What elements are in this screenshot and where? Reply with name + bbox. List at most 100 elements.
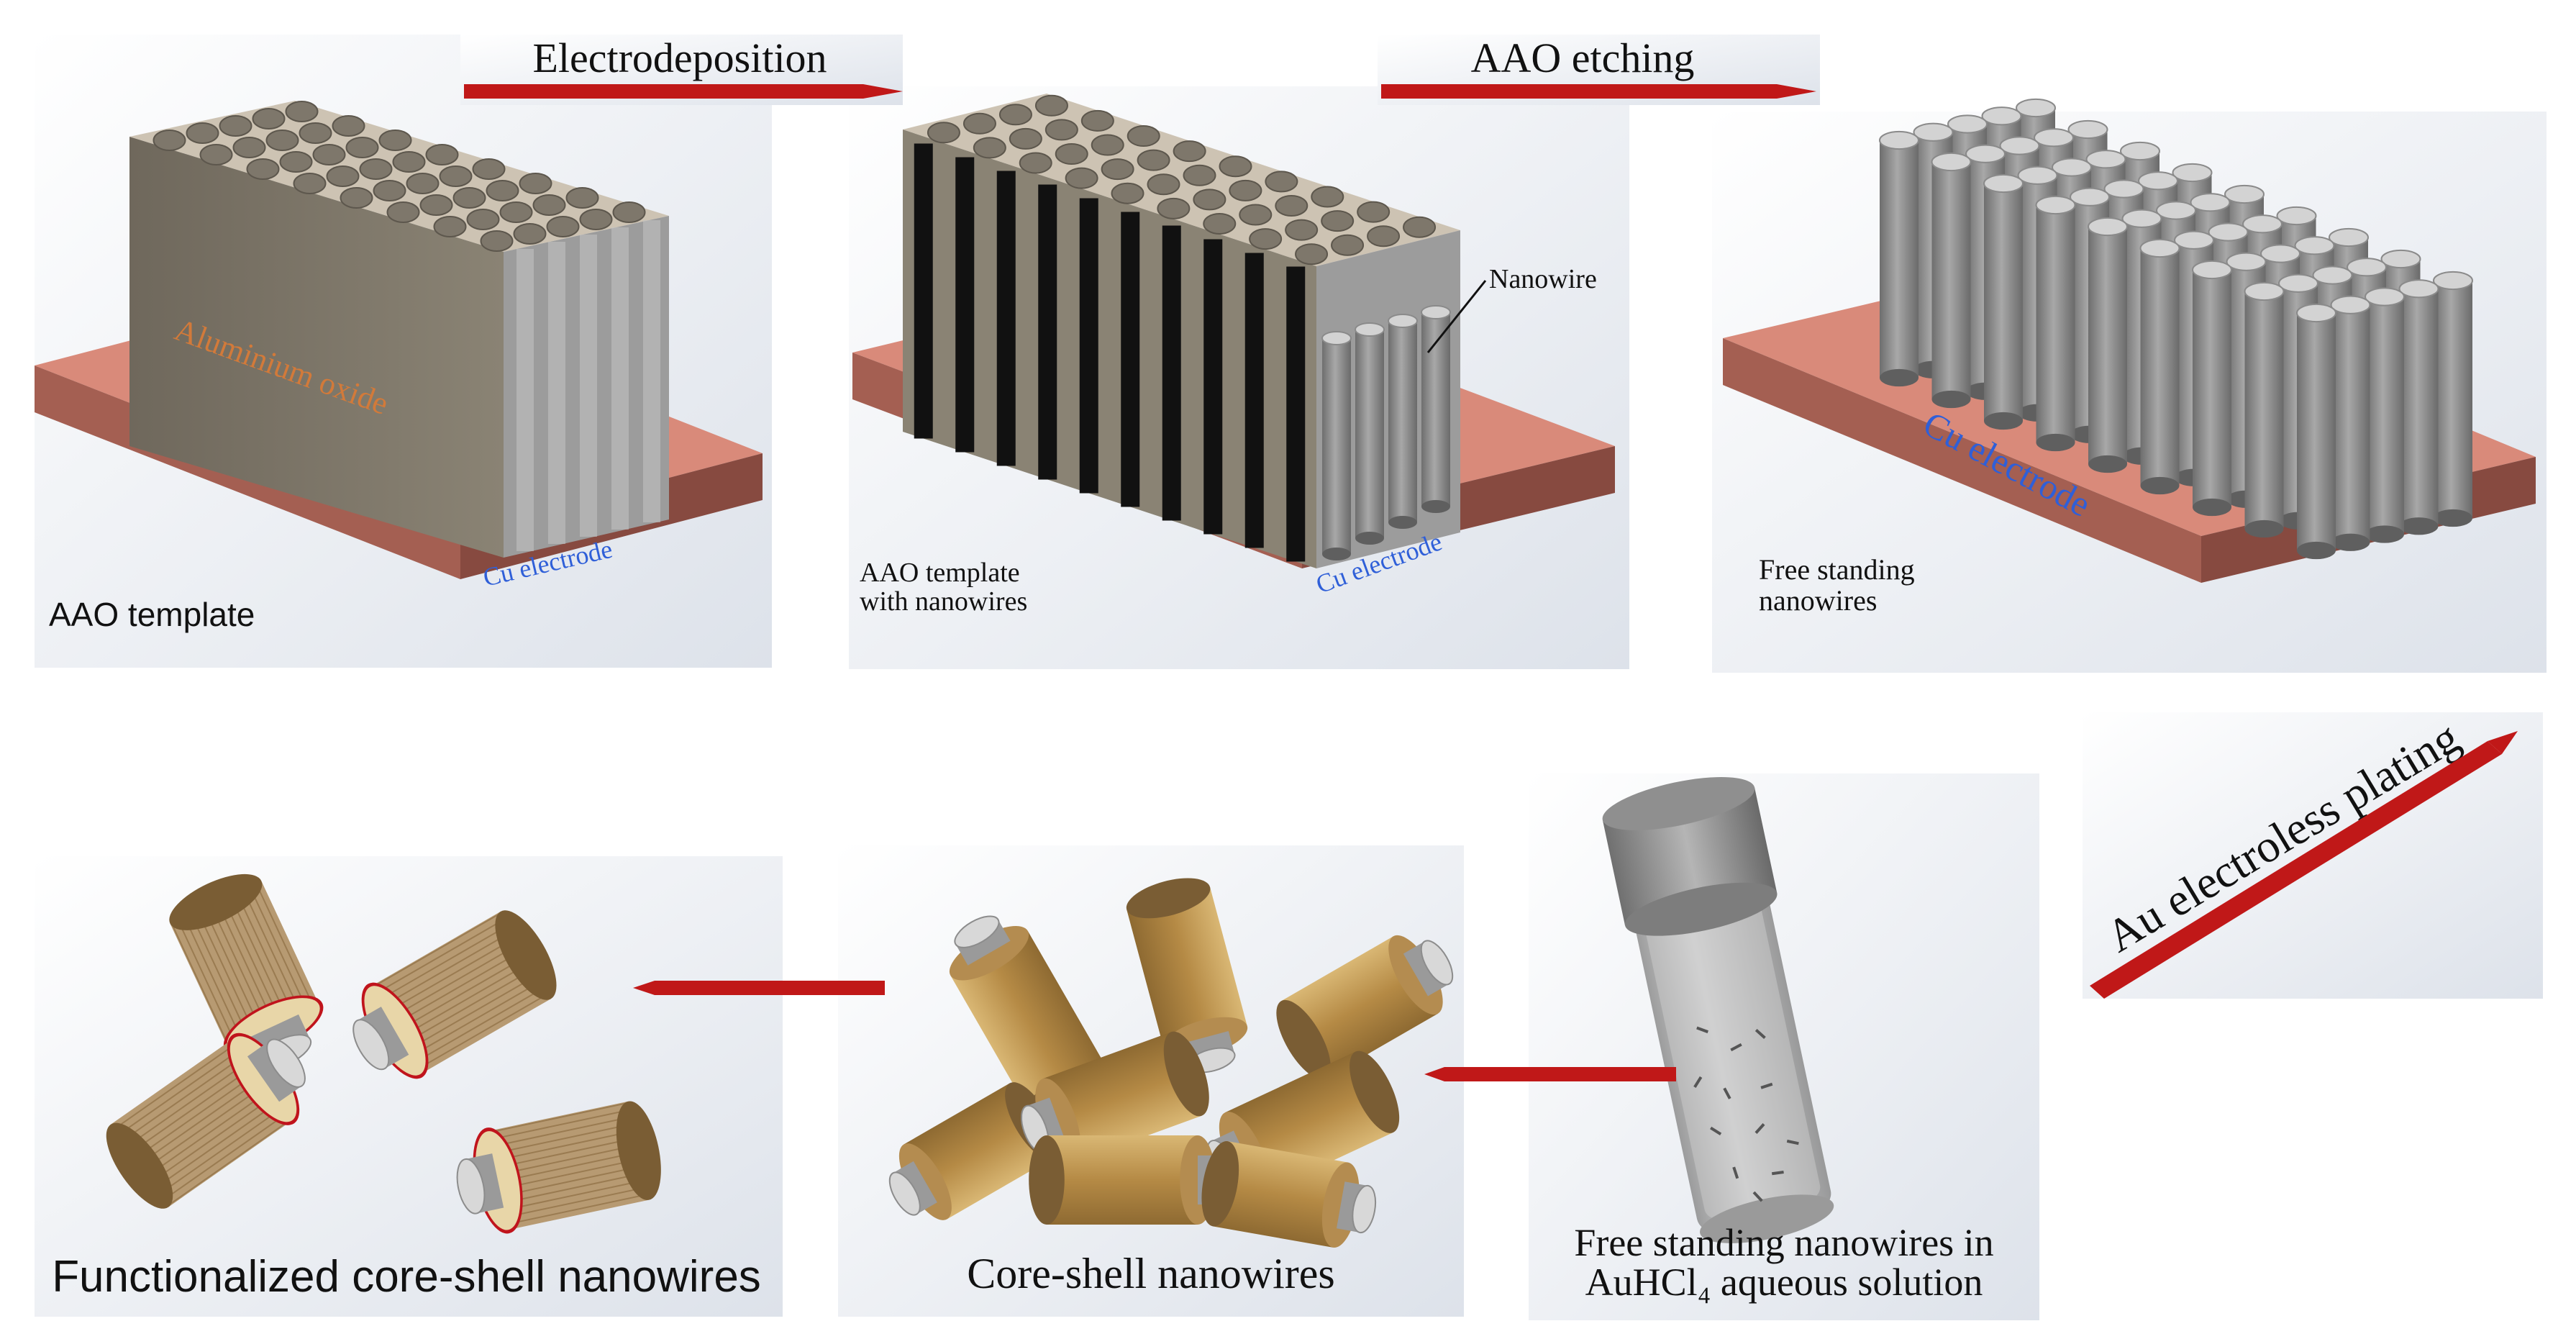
pore	[386, 201, 420, 223]
nanowire	[1421, 305, 1451, 513]
aao-etching-label: AAO etching	[1471, 35, 1695, 81]
pore	[1055, 143, 1088, 165]
pore	[480, 230, 514, 252]
nanowire-fleck	[1760, 1082, 1773, 1089]
free-nanowire	[2088, 217, 2128, 473]
pore	[1285, 219, 1319, 241]
pore	[1229, 179, 1262, 201]
core-shell-nanowire	[1276, 935, 1454, 1080]
pore	[466, 209, 500, 230]
pore	[378, 130, 412, 151]
pore	[345, 137, 379, 158]
pore	[312, 144, 346, 165]
core-shell-nanowire	[1201, 1141, 1377, 1248]
nanowire-slot	[1121, 212, 1140, 507]
pore	[299, 122, 332, 144]
pore	[1275, 194, 1309, 217]
pore	[1034, 94, 1068, 117]
nanowire-slot	[955, 157, 975, 453]
pore	[425, 144, 459, 165]
pore	[392, 151, 426, 173]
pore	[332, 115, 365, 137]
arrow-vial-to-core-shell	[1424, 1067, 1676, 1081]
step-au-plating: Au electroless plating	[2083, 712, 2543, 999]
nanowire-fleck	[1752, 1191, 1763, 1202]
free-standing-caption-1: Free standing	[1759, 553, 1915, 586]
pore	[279, 151, 313, 173]
nanowire-slot	[1038, 184, 1057, 480]
pore	[1239, 204, 1273, 226]
nanowire-slot	[1286, 266, 1306, 562]
pore	[246, 158, 280, 180]
panel-core-shell: Core-shell nanowires	[838, 845, 1464, 1317]
pore	[486, 180, 519, 201]
pore	[1101, 158, 1134, 181]
pore	[513, 223, 547, 245]
pore	[406, 173, 440, 194]
pore	[1367, 225, 1401, 248]
pore	[1403, 216, 1437, 238]
groove	[580, 235, 597, 537]
free-nanowire	[2296, 303, 2336, 560]
alumina-top	[903, 94, 1460, 266]
panel-vial: Free standing nanowires in AuHCl₄ aqueou…	[1529, 773, 2039, 1320]
pore	[326, 165, 360, 187]
functionalized-nanowire	[169, 873, 324, 1068]
pore	[1044, 119, 1078, 141]
pore	[293, 173, 327, 194]
pore	[1265, 171, 1298, 193]
groove	[611, 227, 629, 530]
pore	[219, 115, 252, 137]
nanowire-slot	[1162, 225, 1181, 521]
pore	[359, 158, 393, 180]
pore	[285, 101, 319, 122]
core-shell-caption: Core-shell nanowires	[967, 1250, 1335, 1297]
panel-aao-template: Aluminium oxide Cu electrode AAO templat…	[35, 35, 772, 668]
free-nanowire	[2433, 271, 2473, 527]
pore	[433, 216, 467, 237]
pore	[1357, 201, 1391, 223]
electrodeposition-label: Electrodeposition	[532, 35, 827, 81]
groove	[643, 220, 660, 522]
pore	[1127, 125, 1160, 147]
panel-functionalized: Functionalized core-shell nanowires	[35, 856, 783, 1317]
vial	[1602, 777, 1834, 1243]
pore	[199, 144, 233, 165]
free-nanowire	[2398, 279, 2439, 535]
pore	[1173, 140, 1206, 163]
free-nanowire	[1983, 173, 2024, 430]
pore	[373, 180, 406, 201]
pore	[1295, 243, 1329, 265]
pore	[419, 194, 453, 216]
free-nanowire	[2035, 195, 2076, 452]
vial-caption-2: AuHCl₄ aqueous solution	[1585, 1261, 1983, 1304]
pore	[579, 209, 613, 230]
pore	[1331, 234, 1365, 256]
pore	[1009, 127, 1042, 150]
pore	[439, 165, 473, 187]
arrow-electrodeposition	[464, 84, 903, 99]
core-shell-nanowire	[1029, 1135, 1234, 1225]
pore	[532, 194, 566, 216]
pore	[1137, 149, 1170, 171]
pore	[612, 201, 646, 223]
pore	[973, 137, 1006, 159]
pore	[1193, 189, 1226, 211]
pore	[1203, 212, 1237, 235]
nanowire-fleck	[1723, 1087, 1731, 1099]
pore	[472, 158, 506, 180]
functionalized-nanowire	[456, 1101, 661, 1234]
functionalized-nanowire	[352, 910, 557, 1079]
aao-template-caption: AAO template	[49, 596, 255, 633]
nanowire-fleck	[1754, 1123, 1765, 1134]
nanowire-fleck	[1730, 1043, 1742, 1052]
pore	[265, 130, 299, 151]
aao-nanowires-caption-2: with nanowires	[860, 586, 1027, 617]
free-nanowire	[1931, 152, 1972, 409]
pore	[452, 187, 486, 209]
pore	[153, 130, 186, 151]
pore	[1219, 155, 1252, 178]
nanowire-fleck	[1754, 1028, 1766, 1039]
pore	[1065, 167, 1098, 189]
